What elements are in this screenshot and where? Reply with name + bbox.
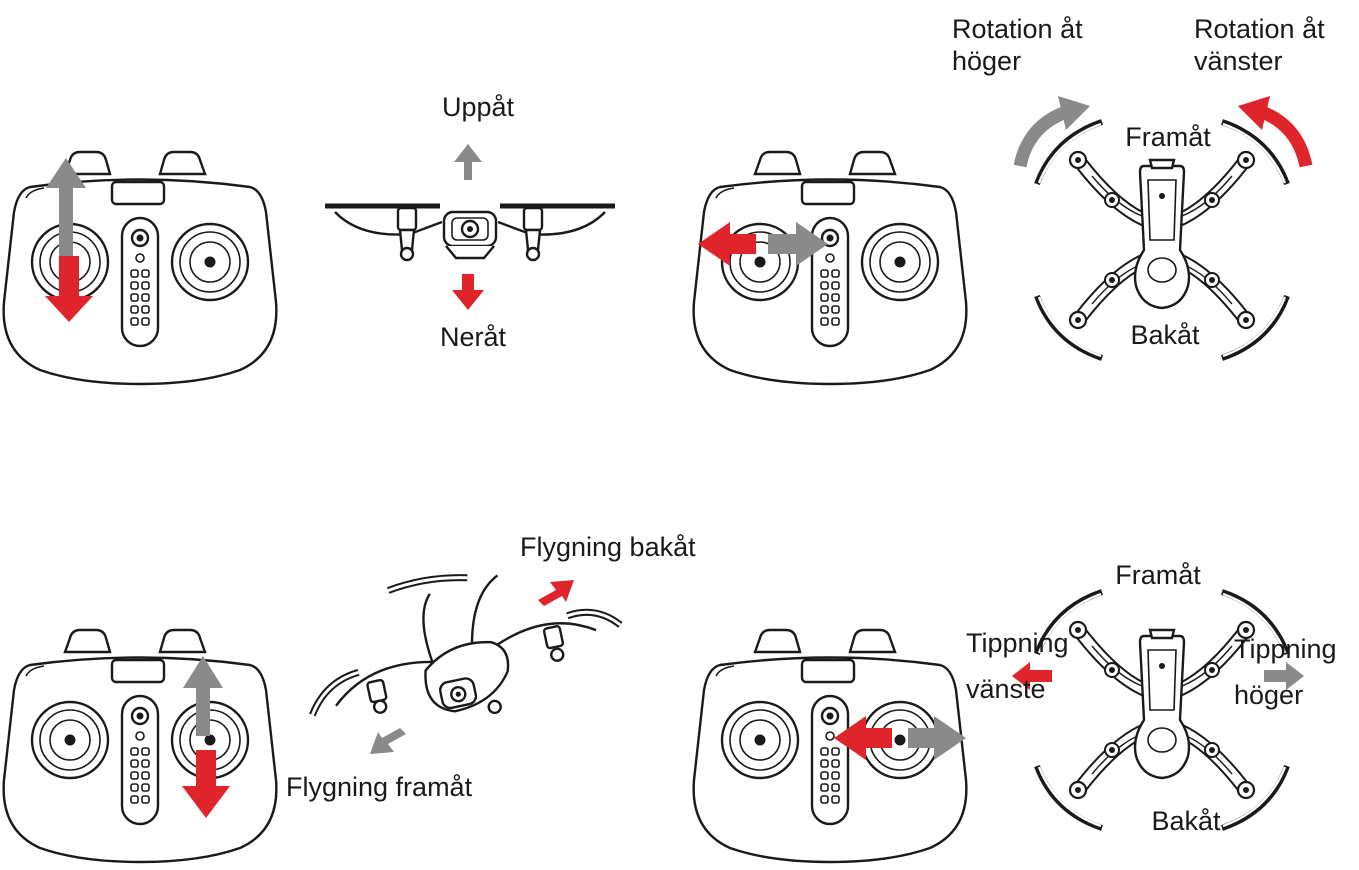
arrow-up-gray-icon	[183, 656, 223, 736]
label-up: Uppåt	[442, 92, 515, 122]
label-rotate-right: Rotation åt höger	[952, 14, 1090, 76]
label-rotate-left: Rotation åt vänster	[1194, 14, 1332, 76]
controller-pitch	[2, 628, 278, 864]
label-fly-backward: Flygning bakåt	[520, 532, 696, 562]
controller-throttle	[2, 150, 278, 386]
remote-controller-icon	[692, 150, 968, 386]
arrow-right-gray-icon	[768, 222, 828, 266]
arrow-tilt-right-gray-icon	[1264, 662, 1304, 690]
arrow-down-red-icon	[182, 750, 230, 818]
arrow-right-gray-icon	[908, 716, 966, 760]
arrow-left-red-icon	[834, 716, 892, 760]
drone-perspective-icon	[290, 543, 633, 751]
label-backward-bottom: Bakåt	[1151, 806, 1221, 836]
arrow-backward-red-icon	[538, 580, 574, 606]
arrow-up-small-gray-icon	[454, 144, 482, 180]
remote-controller-icon	[2, 150, 278, 386]
arrow-down-red-icon	[45, 256, 93, 322]
arrow-tilt-left-red-icon	[1012, 662, 1052, 690]
rotate-right-gray-icon	[1013, 105, 1069, 168]
arrow-up-gray-icon	[46, 158, 86, 262]
label-tilt-left: Tippning vänste	[966, 628, 1076, 704]
drone-side-view-icon	[325, 206, 615, 260]
arrow-left-red-icon	[698, 222, 756, 266]
label-forward-top: Framåt	[1125, 122, 1211, 152]
label-forward-bottom: Framåt	[1115, 560, 1201, 590]
arrow-down-small-red-icon	[452, 274, 484, 310]
label-fly-forward: Flygning framåt	[286, 772, 473, 802]
arrow-forward-gray-icon	[370, 728, 406, 754]
label-tilt-right: Tippning höger	[1234, 634, 1344, 710]
label-backward-top: Bakåt	[1130, 320, 1200, 350]
label-down: Neråt	[440, 322, 507, 352]
controller-yaw	[692, 150, 968, 386]
remote-controller-icon	[2, 628, 278, 864]
rotate-left-red-icon	[1259, 105, 1313, 168]
